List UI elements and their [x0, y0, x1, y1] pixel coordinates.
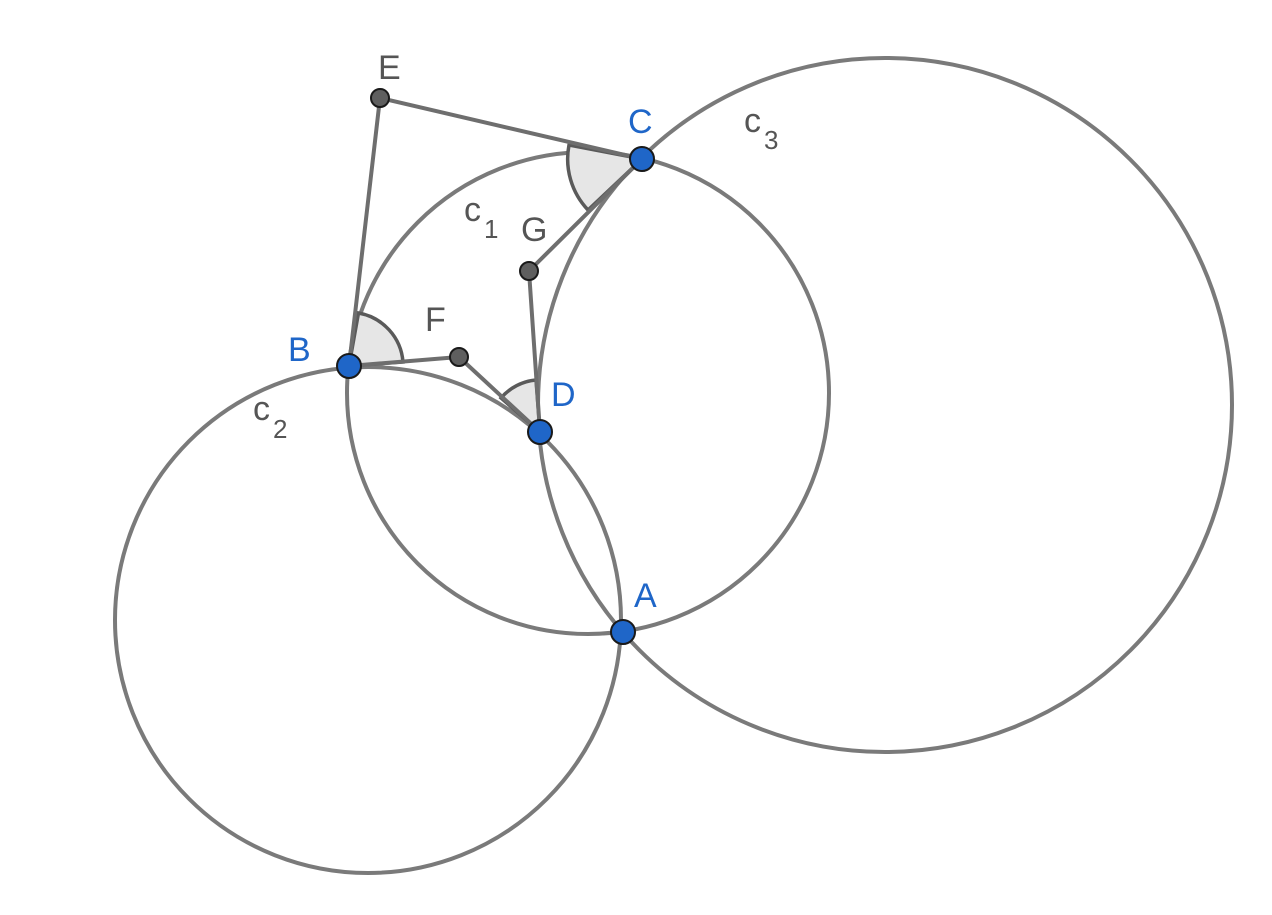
label-C: C	[628, 103, 653, 141]
label-c1: c 1	[464, 191, 498, 244]
point-B[interactable]	[336, 353, 362, 379]
label-c3: c 3	[744, 102, 778, 155]
label-F: F	[425, 301, 446, 339]
point-G[interactable]	[519, 261, 539, 281]
segment-BF[interactable]	[347, 355, 461, 368]
segment-GC[interactable]	[527, 157, 644, 273]
segment-EC[interactable]	[378, 96, 644, 161]
label-c2-index: 2	[273, 414, 287, 444]
angle-mark-C[interactable]	[565, 142, 646, 213]
point-E[interactable]	[370, 88, 390, 108]
label-c1-index: 1	[484, 214, 498, 244]
point-C[interactable]	[629, 146, 655, 172]
label-c3-letter: c	[744, 102, 761, 140]
label-A: A	[634, 577, 657, 615]
point-A[interactable]	[610, 619, 636, 645]
label-B: B	[288, 331, 311, 369]
angle-mark-B[interactable]	[346, 310, 405, 368]
segment-FD[interactable]	[457, 355, 542, 434]
label-c2: c 2	[253, 390, 287, 444]
label-D: D	[551, 376, 576, 414]
segment-DG[interactable]	[527, 269, 542, 434]
label-E: E	[378, 49, 401, 87]
segment-BE[interactable]	[347, 96, 382, 368]
label-c2-letter: c	[253, 390, 270, 428]
point-D[interactable]	[527, 419, 553, 445]
label-c3-index: 3	[764, 125, 778, 155]
label-G: G	[521, 211, 547, 249]
point-F[interactable]	[449, 347, 469, 367]
label-c1-letter: c	[464, 191, 481, 229]
